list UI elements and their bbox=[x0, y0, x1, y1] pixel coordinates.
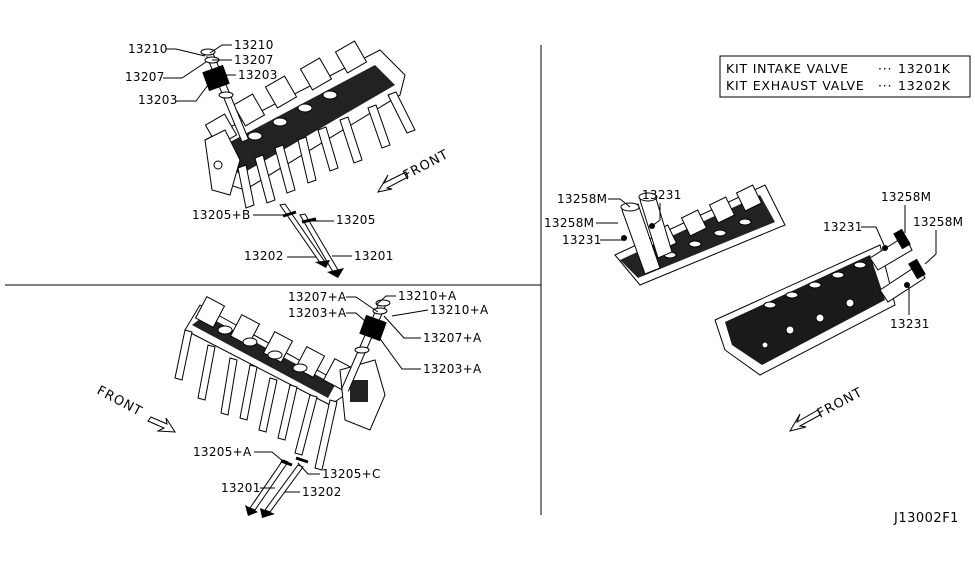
label-13205-b: 13205+B bbox=[192, 208, 251, 222]
label-13231-right-bottom: 13231 bbox=[890, 317, 930, 331]
diagram-code: J13002F1 bbox=[893, 511, 959, 526]
front-label-right: FRONT bbox=[815, 385, 866, 421]
label-13207-left: 13207 bbox=[125, 70, 165, 84]
valve-spring-assembly-top bbox=[200, 48, 249, 142]
label-13258m-right: 13258M bbox=[913, 215, 963, 229]
cylinder-head-right-lower bbox=[714, 228, 926, 376]
labels-top-left: 13210 13210 13207 13207 13203 13203 1320… bbox=[125, 38, 394, 263]
labels-bottom-left: 13207+A 13210+A 13210+A 13203+A 13207+A … bbox=[193, 289, 489, 499]
front-arrow-right: FRONT bbox=[788, 385, 866, 432]
label-13207-a-right: 13207+A bbox=[423, 331, 482, 345]
label-13210-a-right: 13210+A bbox=[430, 303, 489, 317]
kit-box: KIT INTAKE VALVE ··· 13201K KIT EXHAUST … bbox=[719, 55, 971, 98]
labels-right: 13258M 13231 13258M 13231 13258M 13231 1… bbox=[544, 188, 963, 331]
label-13207-right: 13207 bbox=[234, 53, 274, 67]
arrow-icon bbox=[376, 171, 409, 193]
valves-bottom bbox=[245, 456, 309, 518]
label-13202: 13202 bbox=[244, 249, 284, 263]
label-13205-c: 13205+C bbox=[322, 467, 381, 481]
label-13231-right-mid: 13231 bbox=[823, 220, 863, 234]
label-13231-lower-left: 13231 bbox=[562, 233, 602, 247]
front-label-top-left: FRONT bbox=[401, 147, 452, 183]
label-13258m-mid-left: 13258M bbox=[544, 216, 594, 230]
label-13203-a-left: 13203+A bbox=[288, 306, 347, 320]
label-13231-upper-mid: 13231 bbox=[642, 188, 682, 202]
kit-exhaust-leader: ··· bbox=[878, 78, 892, 93]
arrow-icon bbox=[788, 409, 821, 432]
label-13210-left: 13210 bbox=[128, 42, 168, 56]
label-13210-a-top: 13210+A bbox=[398, 289, 457, 303]
label-13201: 13201 bbox=[354, 249, 394, 263]
label-13203-left: 13203 bbox=[138, 93, 178, 107]
kit-intake-part: 13201K bbox=[898, 61, 951, 76]
cylinder-head-right-upper bbox=[614, 184, 786, 286]
label-13207-a-left: 13207+A bbox=[288, 290, 347, 304]
valves-top bbox=[279, 203, 344, 278]
valve-spring-assembly-bottom bbox=[341, 299, 391, 392]
kit-exhaust-part: 13202K bbox=[898, 78, 951, 93]
cylinder-head-top-left bbox=[204, 40, 416, 209]
label-13202-a: 13202 bbox=[302, 485, 342, 499]
kit-intake-leader: ··· bbox=[878, 61, 892, 76]
kit-exhaust-name: KIT EXHAUST VALVE bbox=[726, 78, 865, 93]
arrow-icon bbox=[147, 416, 176, 433]
label-13205: 13205 bbox=[336, 213, 376, 227]
label-13203-right: 13203 bbox=[238, 68, 278, 82]
label-13201-a: 13201 bbox=[221, 481, 261, 495]
label-13210-right: 13210 bbox=[234, 38, 274, 52]
kit-intake-name: KIT INTAKE VALVE bbox=[726, 61, 849, 76]
label-13258m-upper-left: 13258M bbox=[557, 192, 607, 206]
label-13205-a: 13205+A bbox=[193, 445, 252, 459]
front-arrow-top-left: FRONT bbox=[376, 147, 452, 193]
front-arrow-bottom-left: FRONT bbox=[94, 383, 176, 433]
label-13203-a-right: 13203+A bbox=[423, 362, 482, 376]
cylinder-head-bottom-left bbox=[174, 296, 386, 471]
front-label-bottom-left: FRONT bbox=[94, 383, 145, 419]
label-13258m-right-top: 13258M bbox=[881, 190, 931, 204]
